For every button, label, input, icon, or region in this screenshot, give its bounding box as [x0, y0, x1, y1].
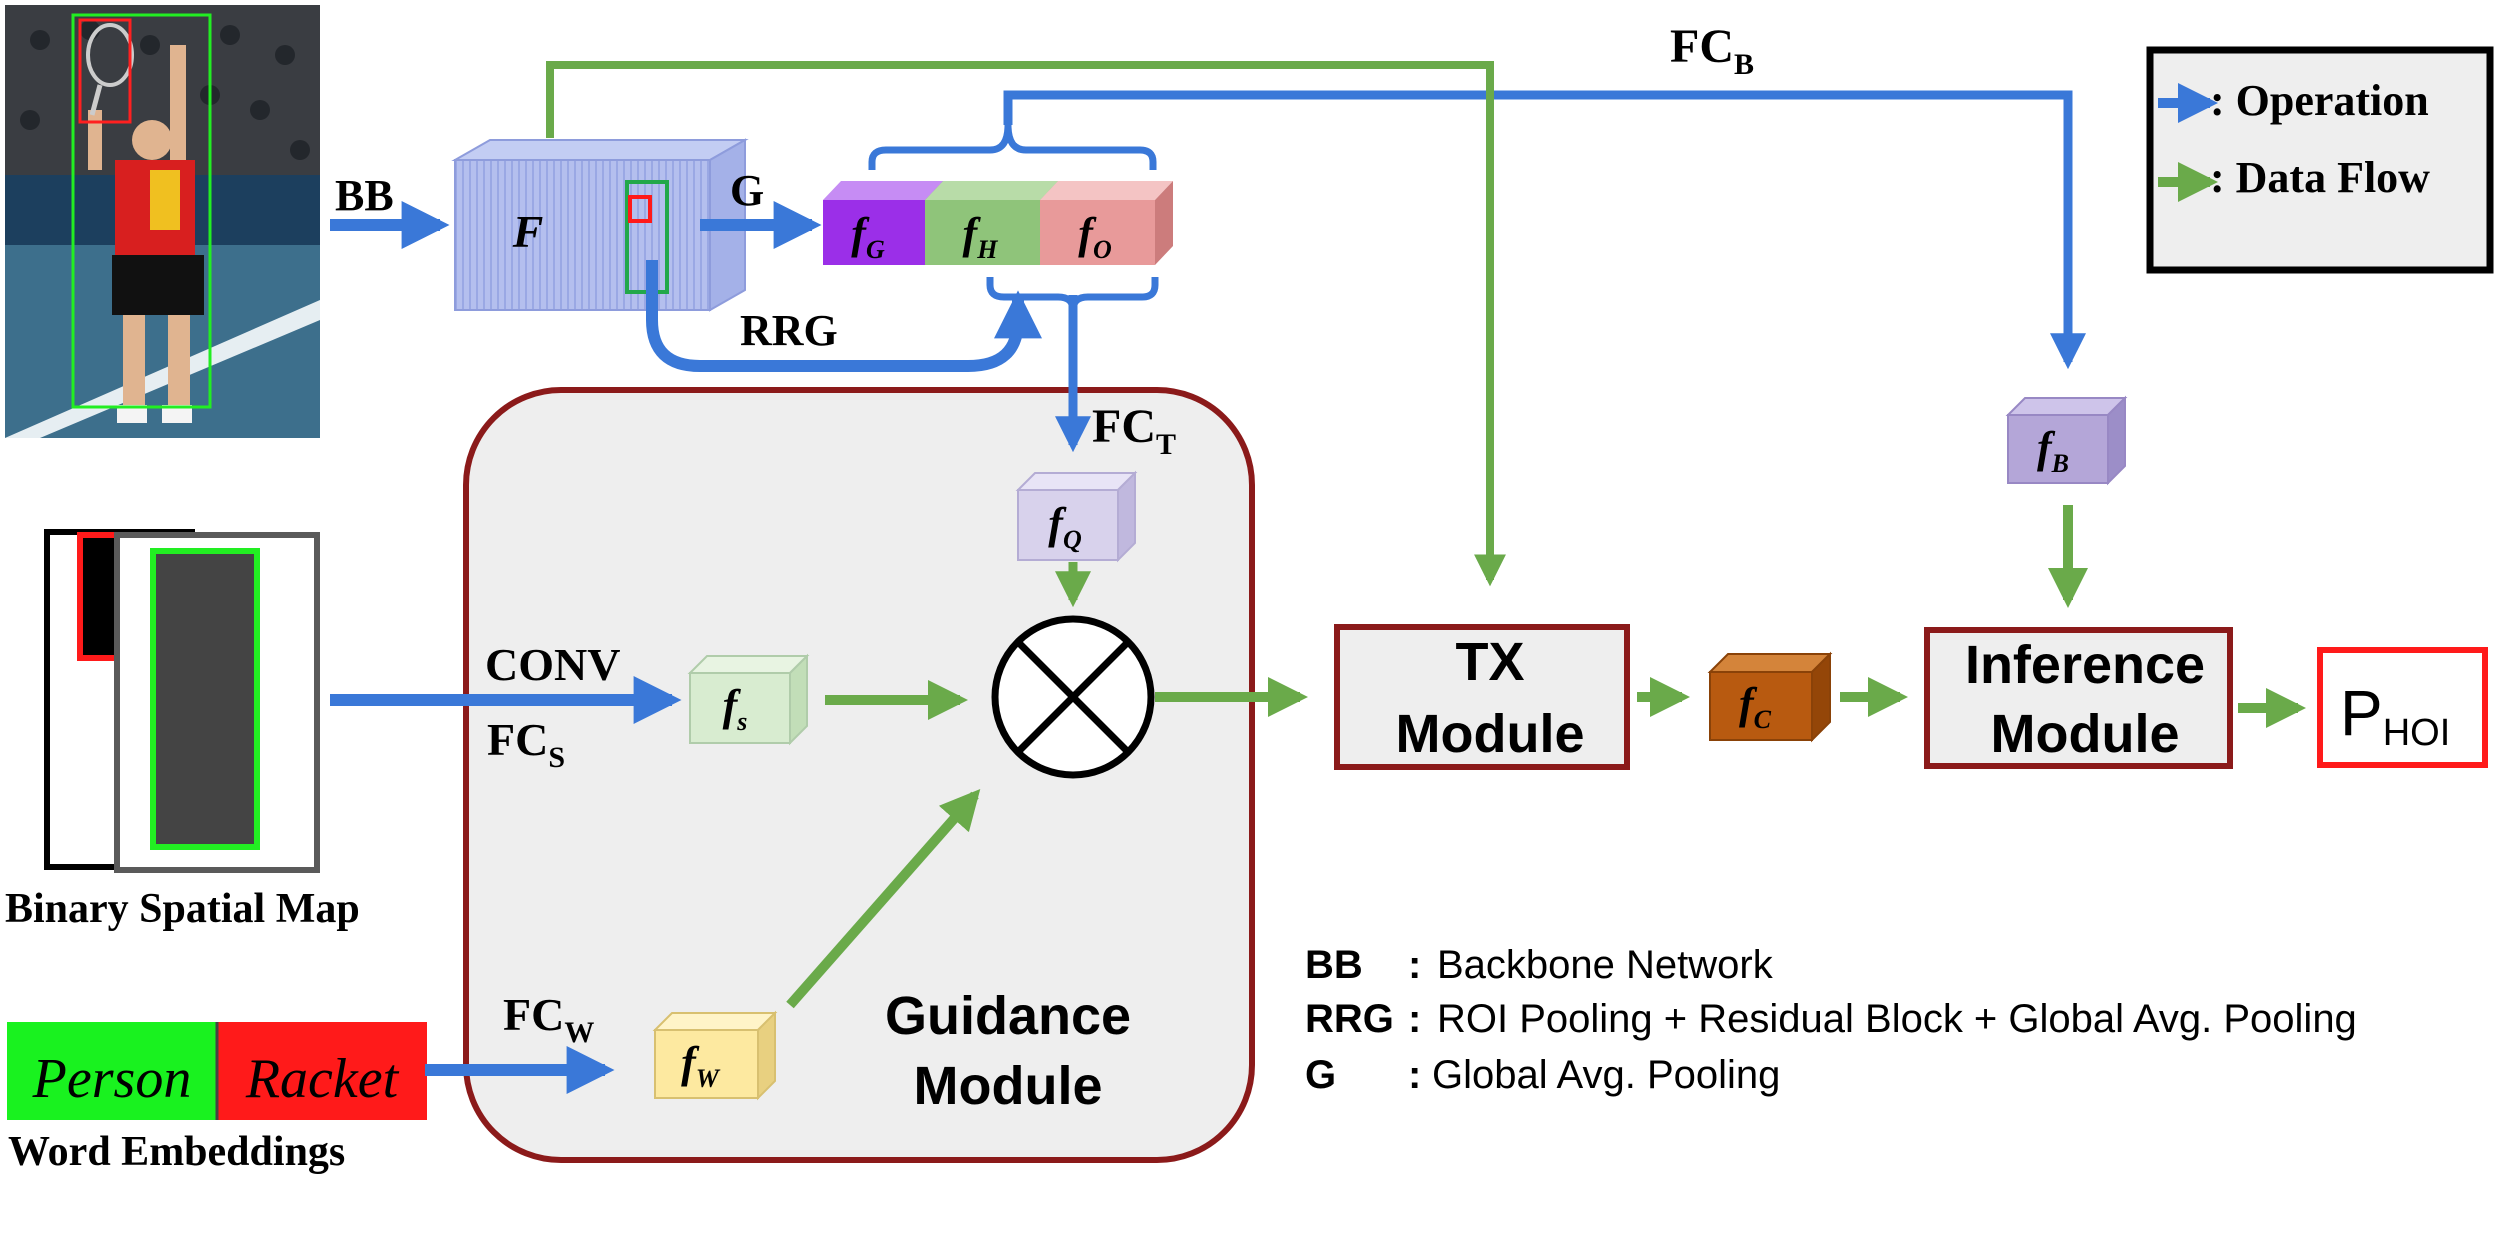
abbr-bb-sep: :	[1408, 943, 1421, 987]
cube-f-w	[652, 1010, 778, 1101]
feature-map-F-label: F	[512, 206, 544, 257]
legend-dataflow-label: : Data Flow	[2210, 153, 2430, 202]
cube-f-s-label: fs	[723, 681, 748, 736]
arrow-fc-b	[1003, 90, 2086, 370]
abbr-rrg-value: ROI Pooling + Residual Block + Global Av…	[1437, 997, 2357, 1041]
abbr-g-value: Global Avg. Pooling	[1432, 1053, 1780, 1097]
cube-f-q-label: fQ	[1048, 499, 1082, 554]
cube-f-h-label: fH	[963, 209, 999, 264]
binary-spatial-map-label: Binary Spatial Map	[5, 886, 360, 932]
binary-spatial-map	[44, 529, 320, 873]
label-rrg: RRG	[740, 306, 838, 355]
word-embeddings-label: Word Embeddings	[8, 1129, 345, 1175]
abbr-g-sep: :	[1408, 1053, 1421, 1097]
abbr-bb-value: Backbone Network	[1437, 943, 1774, 987]
tennis-player-photo	[5, 5, 320, 438]
inference-module	[1924, 627, 2233, 769]
arrow-rrg	[646, 260, 1042, 372]
label-fc-b: FCB	[1670, 20, 1754, 81]
tx-module-line2: Module	[1396, 704, 1585, 764]
label-conv: CONV	[485, 639, 620, 690]
cube-f-c	[1707, 651, 1833, 743]
cube-f-o-label: fO	[1078, 209, 1112, 264]
output-p-hoi-label: PHOI	[2340, 677, 2450, 754]
tx-module	[1334, 624, 1630, 770]
label-fc-w: FCW	[503, 989, 594, 1049]
abbr-rrg-sep: :	[1408, 997, 1421, 1041]
brace-top	[868, 124, 1157, 170]
tx-module-line1: TX	[1455, 632, 1524, 692]
cube-f-q	[1015, 470, 1138, 563]
label-bb: BB	[335, 171, 394, 220]
cube-f-o	[1040, 181, 1173, 265]
cube-f-w-label: fW	[681, 1038, 721, 1093]
circle-cross-icon	[991, 615, 1155, 779]
inference-module-line2: Module	[1991, 704, 2180, 764]
racket-word: Racket	[245, 1048, 400, 1110]
abbreviation-list: BB : Backbone Network RRG : ROI Pooling …	[1305, 943, 2357, 1097]
abbr-rrg-key: RRG	[1305, 997, 1394, 1041]
label-fc-s: FCS	[487, 714, 565, 774]
label-g: G	[730, 166, 764, 215]
cube-f-b-label: fB	[2037, 423, 2069, 478]
word-embeddings	[7, 1022, 427, 1120]
cube-f-b	[2005, 395, 2128, 486]
cube-f-g-label: fG	[851, 209, 885, 264]
person-word: Person	[32, 1048, 192, 1110]
abbr-g-key: G	[1305, 1053, 1336, 1097]
output-p-hoi	[2317, 647, 2488, 768]
guidance-module-title-line1: Guidance	[885, 986, 1131, 1046]
label-fc-t: FCT	[1092, 400, 1176, 461]
cube-f-s	[687, 653, 810, 746]
inference-module-line1: Inference	[1965, 635, 2205, 695]
arrow-fw-to-multiply	[786, 788, 981, 1009]
cube-f-c-label: fC	[1739, 679, 1772, 734]
abbr-bb-key: BB	[1305, 943, 1363, 987]
guidance-module-title-line2: Module	[914, 1056, 1103, 1116]
arrow-dataflow-to-tx	[546, 61, 1506, 587]
legend-operation-label: : Operation	[2210, 76, 2429, 125]
brace-bottom	[986, 277, 1159, 311]
